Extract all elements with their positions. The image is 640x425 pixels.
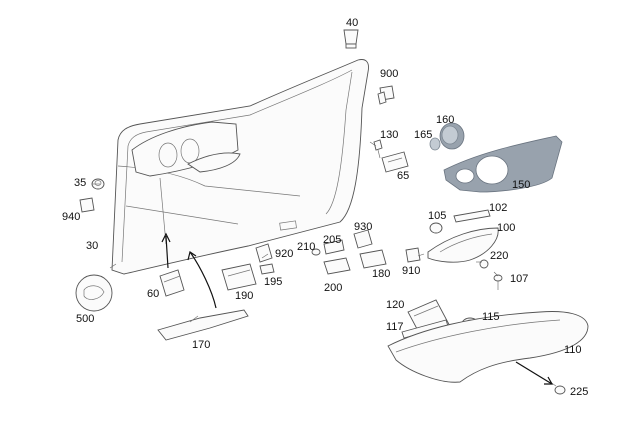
switch-190[interactable] xyxy=(221,263,257,291)
door-panel-30[interactable] xyxy=(111,59,369,275)
tool-500[interactable] xyxy=(75,274,113,312)
part-940[interactable] xyxy=(79,197,95,213)
callout-180[interactable]: 180 xyxy=(372,268,391,280)
callout-115[interactable]: 115 xyxy=(482,311,500,323)
pull-handle-100[interactable] xyxy=(427,227,499,263)
callout-110[interactable]: 110 xyxy=(564,344,582,356)
assembly-arrowhead-armrest xyxy=(544,376,554,385)
callout-102[interactable]: 102 xyxy=(489,202,508,214)
screw-130[interactable] xyxy=(373,139,383,159)
callout-940[interactable]: 940 xyxy=(62,211,81,223)
assembly-arrowhead-left xyxy=(161,232,171,243)
part-900[interactable] xyxy=(377,85,395,105)
speaker-grille-150[interactable] xyxy=(443,135,563,193)
callout-195[interactable]: 195 xyxy=(264,276,283,288)
switch-65[interactable] xyxy=(381,151,409,173)
part-102[interactable] xyxy=(453,209,491,223)
callout-500[interactable]: 500 xyxy=(76,313,95,325)
callout-107[interactable]: 107 xyxy=(510,273,529,285)
armrest-110[interactable] xyxy=(387,311,589,383)
cap-165[interactable] xyxy=(429,137,441,151)
callout-165[interactable]: 165 xyxy=(414,129,433,141)
callout-160[interactable]: 160 xyxy=(436,114,455,126)
callout-120[interactable]: 120 xyxy=(386,299,405,311)
callout-40[interactable]: 40 xyxy=(346,17,359,29)
clip-40[interactable] xyxy=(343,29,359,49)
callout-65[interactable]: 65 xyxy=(397,170,410,182)
callout-220[interactable]: 220 xyxy=(490,250,509,262)
callout-205[interactable]: 205 xyxy=(323,234,342,246)
callout-930[interactable]: 930 xyxy=(354,221,373,233)
part-195[interactable] xyxy=(259,263,275,275)
upper-trim-speaker xyxy=(131,121,241,177)
part-107[interactable] xyxy=(493,274,503,290)
part-210[interactable] xyxy=(311,248,321,256)
part-205[interactable] xyxy=(323,239,345,255)
callout-900[interactable]: 900 xyxy=(380,68,399,80)
assembly-arrow-armrest xyxy=(515,361,553,385)
part-105[interactable] xyxy=(429,222,443,234)
callout-920[interactable]: 920 xyxy=(275,248,294,260)
part-60[interactable] xyxy=(159,269,185,297)
callout-210[interactable]: 210 xyxy=(297,241,316,253)
callout-910[interactable]: 910 xyxy=(402,265,421,277)
leader-lines xyxy=(92,141,499,277)
part-920[interactable] xyxy=(255,243,273,263)
callout-130[interactable]: 130 xyxy=(380,129,399,141)
callout-30[interactable]: 30 xyxy=(86,240,99,252)
part-910[interactable] xyxy=(405,247,421,263)
callout-200[interactable]: 200 xyxy=(324,282,343,294)
part-200[interactable] xyxy=(323,257,351,275)
strip-170[interactable] xyxy=(157,309,249,341)
part-180[interactable] xyxy=(359,249,387,269)
cover-160[interactable] xyxy=(439,122,465,150)
callout-60[interactable]: 60 xyxy=(147,288,160,300)
assembly-arrowhead-center xyxy=(187,251,197,261)
callout-170[interactable]: 170 xyxy=(192,339,211,351)
callout-35[interactable]: 35 xyxy=(74,177,87,189)
screw-220[interactable] xyxy=(479,259,489,269)
part-930[interactable] xyxy=(353,229,373,249)
callout-225[interactable]: 225 xyxy=(570,386,589,398)
callout-150[interactable]: 150 xyxy=(512,179,531,191)
callout-190[interactable]: 190 xyxy=(235,290,254,302)
callout-100[interactable]: 100 xyxy=(497,222,516,234)
assembly-arrow-left xyxy=(165,235,169,269)
callout-105[interactable]: 105 xyxy=(428,210,447,222)
assembly-arrow-center xyxy=(189,251,217,309)
callout-117[interactable]: 117 xyxy=(386,321,404,333)
